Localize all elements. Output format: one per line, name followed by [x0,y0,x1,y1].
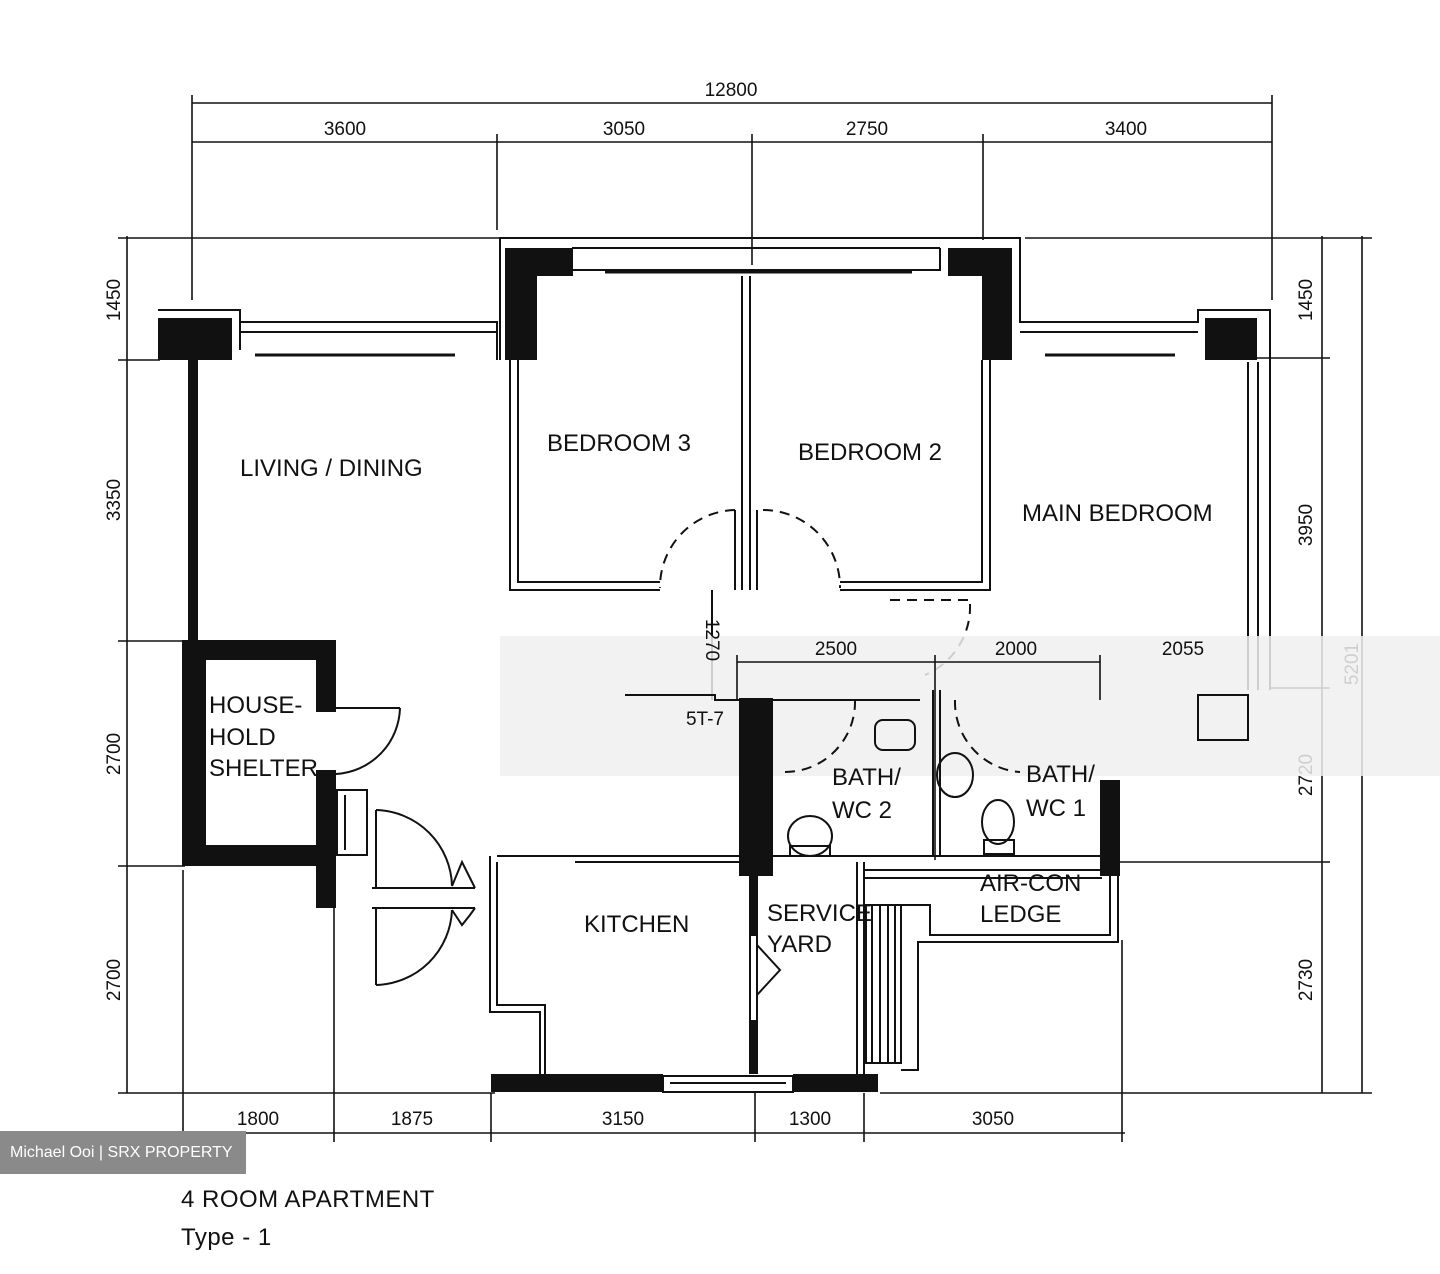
label-bath1-2: WC 1 [1026,795,1086,822]
dim-left-1: 1450 [104,279,125,321]
column-bedroom3-left [505,248,537,360]
dim-top-2: 3050 [603,119,645,140]
dim-right-1: 1450 [1296,279,1317,321]
bath1-east-wall [1100,780,1120,876]
bedroom3-door-arc [658,509,736,589]
internal-dimensions: 2500 2000 2055 1270 5T-7 [625,619,1249,860]
bedroom2-door-arc [762,509,842,589]
dim-overall-top: 12800 [705,80,758,101]
label-bath2-2: WC 2 [832,797,892,824]
dim-internal-2: 2000 [995,639,1037,660]
label-kitchen: KITCHEN [584,911,689,938]
dim-bottom-1: 1800 [237,1109,279,1130]
label-living-dining: LIVING / DINING [240,455,423,482]
exterior-walls [158,237,1271,690]
dim-right-4: 2730 [1296,959,1317,1001]
label-main-bedroom: MAIN BEDROOM [1022,500,1213,527]
dim-left-2: 3350 [104,479,125,521]
toilet-wc1 [981,799,1015,845]
label-shelter-1: HOUSE- [209,692,302,719]
label-bedroom2: BEDROOM 2 [798,439,942,466]
dim-right-2: 3950 [1296,504,1317,546]
dim-top-4: 3400 [1105,119,1147,140]
column-top-right [1205,318,1257,360]
kitchen-bottom-wall [491,1074,663,1092]
top-dimensions: 12800 3600 3050 2750 3400 [191,80,1273,300]
caption-type: Type - 1 [181,1224,272,1251]
dim-bottom-4: 1300 [789,1109,831,1130]
dim-left-4: 2700 [104,959,125,1001]
label-bath1-1: BATH/ [1026,761,1095,788]
laundry-rack [865,904,902,1064]
dim-internal-3: 2055 [1162,639,1204,660]
blurred-band [500,636,1440,776]
toilet-wc2 [787,815,833,857]
dim-bottom-3: 3150 [602,1109,644,1130]
dim-bottom-2: 1875 [391,1109,433,1130]
label-service-1: SERVICE [767,900,872,927]
watermark: Michael Ooi | SRX PROPERTY [0,1131,246,1174]
dim-bottom-5: 3050 [972,1109,1014,1130]
main-entrance [372,809,476,986]
dim-top-1: 3600 [324,119,366,140]
column-top-left [158,318,232,360]
room-labels: LIVING / DINING BEDROOM 3 BEDROOM 2 MAIN… [209,430,1213,958]
caption-title: 4 ROOM APARTMENT [181,1186,435,1213]
label-shelter-3: SHELTER [209,755,318,782]
dim-left-3: 2700 [104,733,125,775]
label-aircon-1: AIR-CON [980,870,1081,897]
bottom-dimensions: 1800 1875 3150 1300 3050 [182,870,1125,1142]
dim-internal-vertical: 1270 [701,619,722,661]
kitchen-walls [489,855,1119,1093]
service-bottom-wall [793,1074,878,1092]
label-shelter-2: HOLD [209,724,276,751]
bath-walls [739,690,1120,876]
left-dimensions: 1450 3350 2700 2700 [104,236,500,1094]
household-shelter [182,640,401,908]
label-bath2-1: BATH/ [832,764,901,791]
bath2-west-wall [739,698,773,876]
label-aircon-2: LEDGE [980,901,1061,928]
label-service-2: YARD [767,931,832,958]
dim-top-3: 2750 [846,119,888,140]
dim-internal-small: 5T-7 [686,709,724,730]
column-bedroom2-right [982,248,1012,360]
west-wall [188,360,198,645]
dim-internal-1: 2500 [815,639,857,660]
bedroom-partitions [509,276,991,700]
label-bedroom3: BEDROOM 3 [547,430,691,457]
